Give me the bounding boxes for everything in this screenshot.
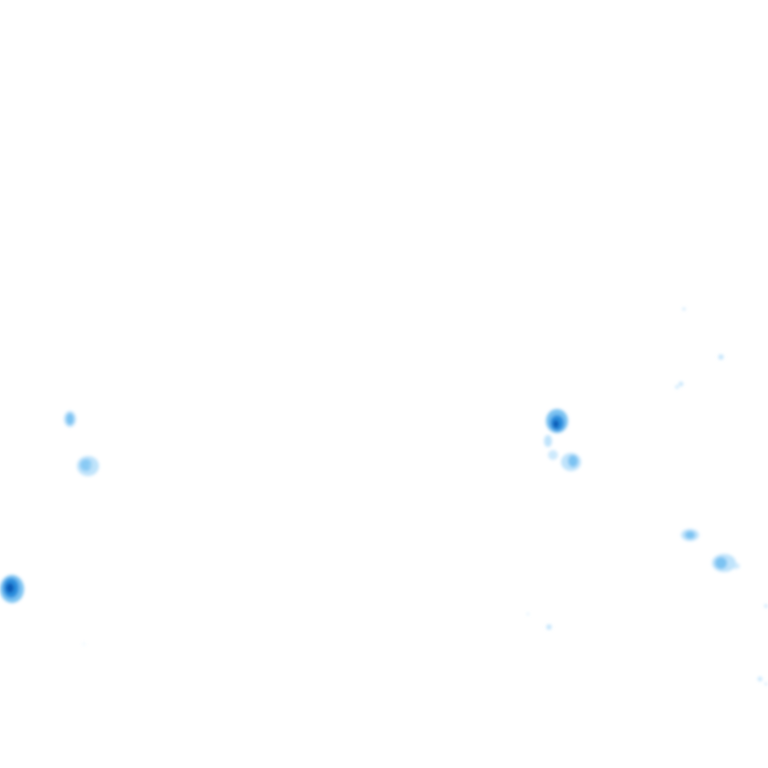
- precip-speck: [527, 613, 529, 615]
- precip-speck: [764, 682, 768, 686]
- precip-speck: [764, 604, 768, 608]
- precip-cell: [544, 435, 581, 471]
- precip-speck: [682, 307, 686, 311]
- precip-speck: [546, 624, 552, 630]
- precip-speck: [757, 676, 763, 682]
- precip-speck: [678, 381, 684, 387]
- precip-cell: [712, 554, 740, 572]
- precip-cell: [681, 529, 699, 541]
- precip-speck: [675, 385, 679, 389]
- precip-speck: [718, 354, 724, 360]
- precip-cell: [0, 575, 24, 603]
- precip-cell: [77, 456, 99, 476]
- precip-speck: [83, 643, 85, 645]
- precip-cell: [64, 411, 76, 427]
- precip-cell: [546, 409, 568, 433]
